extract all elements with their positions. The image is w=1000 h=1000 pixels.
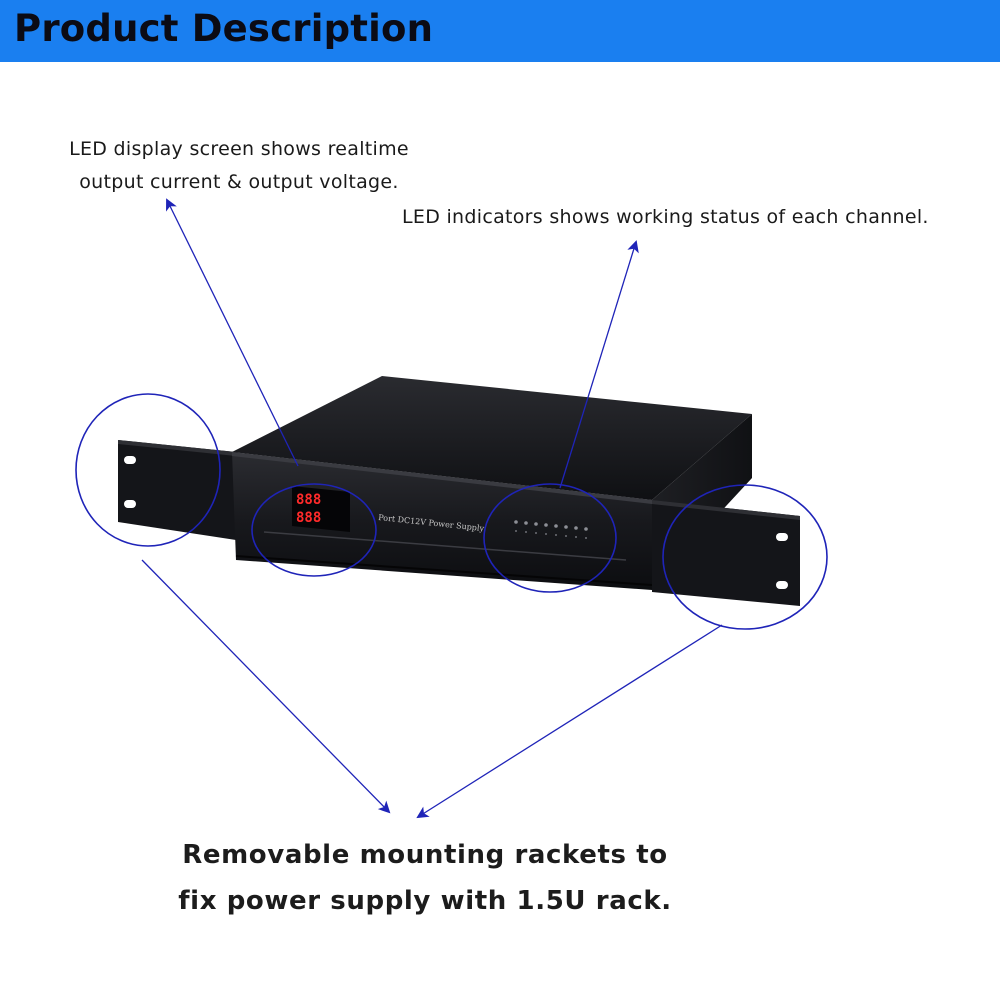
- mounting-rackets-callout-line1: Removable mounting rackets to: [182, 840, 668, 870]
- led-indicator-row: [514, 520, 588, 531]
- led-display-screen: 888 888: [292, 486, 350, 532]
- left-bracket-highlight-circle: [75, 393, 221, 547]
- led-display-bottom-digits: 888: [296, 510, 321, 526]
- led-display-top-digits: 888: [296, 492, 321, 508]
- right-mounting-bracket: [652, 500, 800, 606]
- led-display-callout: LED display screen shows realtime output…: [44, 133, 434, 199]
- right-bracket-arrow: [416, 624, 723, 819]
- mounting-rackets-callout-line2: fix power supply with 1.5U rack.: [178, 886, 672, 916]
- led-display-highlight-circle: [251, 483, 377, 577]
- left-bracket-arrow: [141, 559, 391, 814]
- header-banner: Product Description: [0, 0, 1000, 62]
- mounting-rackets-callout: Removable mounting rackets to fix power …: [150, 832, 700, 924]
- right-bracket-highlight-circle: [662, 484, 828, 630]
- led-display-callout-line1: LED display screen shows realtime: [69, 138, 409, 160]
- led-display-callout-line2: output current & output voltage.: [79, 171, 399, 193]
- left-bracket-hole-top: [124, 456, 136, 464]
- right-bracket-hole-bottom: [776, 581, 788, 589]
- left-bracket-hole-bottom: [124, 500, 136, 508]
- led-indicator-numbers: [515, 530, 587, 539]
- page-title: Product Description: [14, 7, 434, 50]
- led-indicators-callout: LED indicators shows working status of e…: [402, 206, 929, 228]
- led-indicators-highlight-circle: [483, 483, 617, 593]
- led-display-arrow: [166, 198, 299, 467]
- right-bracket-hole-top: [776, 533, 788, 541]
- led-indicators-arrow: [559, 240, 639, 489]
- chassis-top: [232, 376, 752, 500]
